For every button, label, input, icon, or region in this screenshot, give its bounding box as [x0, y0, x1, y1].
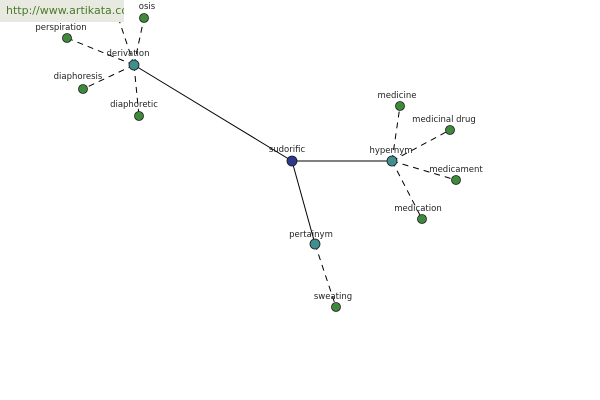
nodes-layer — [62, 13, 461, 312]
node-pertainym[interactable] — [309, 238, 321, 250]
label-diaphoretic: diaphoretic — [110, 100, 158, 110]
edge-hypernym-medicament — [391, 160, 457, 181]
label-medication: medication — [394, 204, 441, 214]
node-sudorific[interactable] — [286, 155, 298, 167]
edge-sudorific-pertainym — [291, 160, 316, 245]
label-medicament: medicament — [429, 165, 483, 175]
label-medicinal-drug: medicinal drug — [412, 115, 476, 125]
node-medicinal-drug[interactable] — [445, 125, 455, 135]
label-sudorific: sudorific — [269, 145, 306, 155]
edges-layer — [66, 1, 457, 308]
node-perspiration[interactable] — [62, 33, 72, 43]
label-hypernym: hypernym — [369, 146, 412, 156]
label-diaphoresis: diaphoresis — [54, 72, 103, 82]
edge-derivation-diaphoresis — [82, 64, 135, 90]
label-derivation: derivation — [106, 49, 149, 59]
labels-layer: sudorific derivation hypernym pertainym osis… — [35, 2, 483, 302]
node-medicine[interactable] — [395, 101, 405, 111]
node-medicament[interactable] — [451, 175, 461, 185]
label-pertainym: pertainym — [289, 230, 333, 240]
label-medicine: medicine — [378, 91, 417, 101]
label-osis: osis — [139, 2, 156, 12]
node-diaphoretic[interactable] — [134, 111, 144, 121]
node-sweating[interactable] — [331, 302, 341, 312]
edge-derivation-diaphoretic — [133, 64, 140, 117]
node-derivation[interactable] — [128, 59, 140, 71]
node-hypernym[interactable] — [386, 155, 398, 167]
node-diaphoresis[interactable] — [78, 84, 88, 94]
edge-sudorific-derivation — [133, 64, 293, 162]
artikata-link[interactable]: http://www.artikata.com — [0, 0, 124, 22]
label-perspiration: perspiration — [35, 23, 86, 33]
node-osis[interactable] — [139, 13, 149, 23]
edge-pertainym-sweating — [314, 243, 337, 308]
edge-hypernym-medicine — [391, 105, 401, 162]
edge-derivation-osis — [133, 17, 145, 66]
node-medication[interactable] — [417, 214, 427, 224]
label-sweating: sweating — [314, 292, 352, 302]
edge-derivation-perspiration — [66, 37, 135, 66]
